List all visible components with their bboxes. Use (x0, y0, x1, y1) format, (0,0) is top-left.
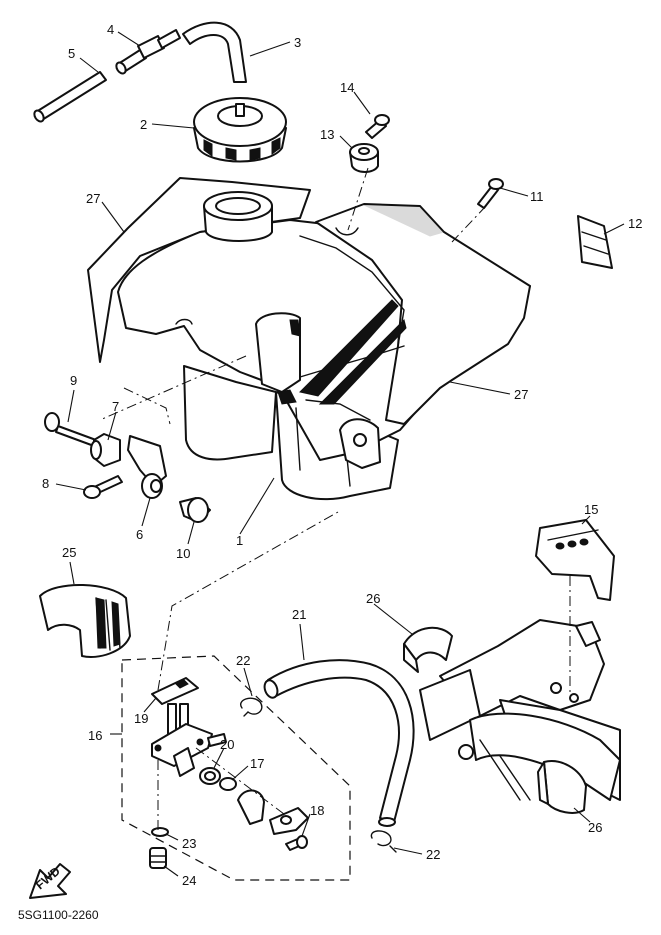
callout-26-upper: 26 (366, 591, 380, 606)
part-14-bolt (365, 114, 390, 139)
part-19-plate (151, 677, 199, 705)
part-24-filter (149, 847, 167, 869)
part-27-right-shroud (315, 203, 531, 425)
callout-26-lower: 26 (588, 820, 602, 835)
assembly-lines (99, 167, 571, 832)
callout-10: 10 (176, 546, 190, 561)
part-22-clip-upper (240, 697, 263, 717)
callout-19: 19 (134, 711, 148, 726)
callout-27-left: 27 (86, 191, 100, 206)
part-16-group-outline (121, 655, 351, 881)
callout-7: 7 (112, 399, 119, 414)
part-4-breather-valve (115, 29, 181, 75)
callout-16: 16 (88, 728, 102, 743)
fwd-arrow-icon: FWD (29, 863, 71, 899)
part-26-protector-upper (403, 626, 453, 673)
callout-24: 24 (182, 873, 196, 888)
part-5-tube (33, 71, 107, 123)
part-18-screw (285, 835, 308, 851)
callout-22-lower: 22 (426, 847, 440, 862)
callout-3: 3 (294, 35, 301, 50)
callout-17: 17 (250, 756, 264, 771)
callout-1: 1 (236, 533, 243, 548)
callout-12: 12 (628, 216, 642, 231)
fuel-cock-lever (237, 789, 309, 835)
callout-27-right: 27 (514, 387, 528, 402)
callout-labels: 5 4 3 2 14 13 11 12 27 27 1 9 7 8 6 10 1… (42, 22, 642, 888)
callout-13: 13 (320, 127, 334, 142)
callout-6: 6 (136, 527, 143, 542)
part-8-bolt (83, 475, 123, 499)
callout-18: 18 (310, 803, 324, 818)
callout-21: 21 (292, 607, 306, 622)
part-25-protector (39, 584, 131, 658)
part-7-damper (90, 433, 121, 467)
part-23-washer (151, 827, 169, 837)
part-6-damper (141, 473, 163, 499)
part-15-bracket (535, 519, 615, 601)
diagram-code: 5SG1100-2260 (18, 908, 99, 922)
part-11-bolt (477, 178, 504, 209)
callout-8: 8 (42, 476, 49, 491)
callout-5: 5 (68, 46, 75, 61)
callout-22-upper: 22 (236, 653, 250, 668)
part-17-o-ring (219, 777, 237, 791)
callout-25: 25 (62, 545, 76, 560)
part-12-clip (577, 215, 613, 269)
part-26-protector-lower (537, 760, 587, 814)
part-13-collar (349, 143, 379, 173)
callout-11: 11 (530, 189, 544, 204)
part-21-fuel-hose (263, 659, 415, 827)
part-2-fuel-cap (193, 97, 287, 163)
callout-4: 4 (107, 22, 114, 37)
part-9-bolt (44, 412, 97, 447)
part-10-collar (179, 497, 211, 523)
part-22-clip-lower (370, 830, 397, 853)
callout-23: 23 (182, 836, 196, 851)
part-3-breather-hose (182, 21, 247, 83)
callout-9: 9 (70, 373, 77, 388)
leader-lines (55, 31, 625, 877)
callout-15: 15 (584, 502, 598, 517)
part-1-fuel-tank (87, 177, 531, 501)
callout-20: 20 (220, 737, 234, 752)
callout-14: 14 (340, 80, 354, 95)
callout-2: 2 (140, 117, 147, 132)
fuel-cock-body (151, 703, 227, 777)
part-20-seal (199, 767, 221, 785)
